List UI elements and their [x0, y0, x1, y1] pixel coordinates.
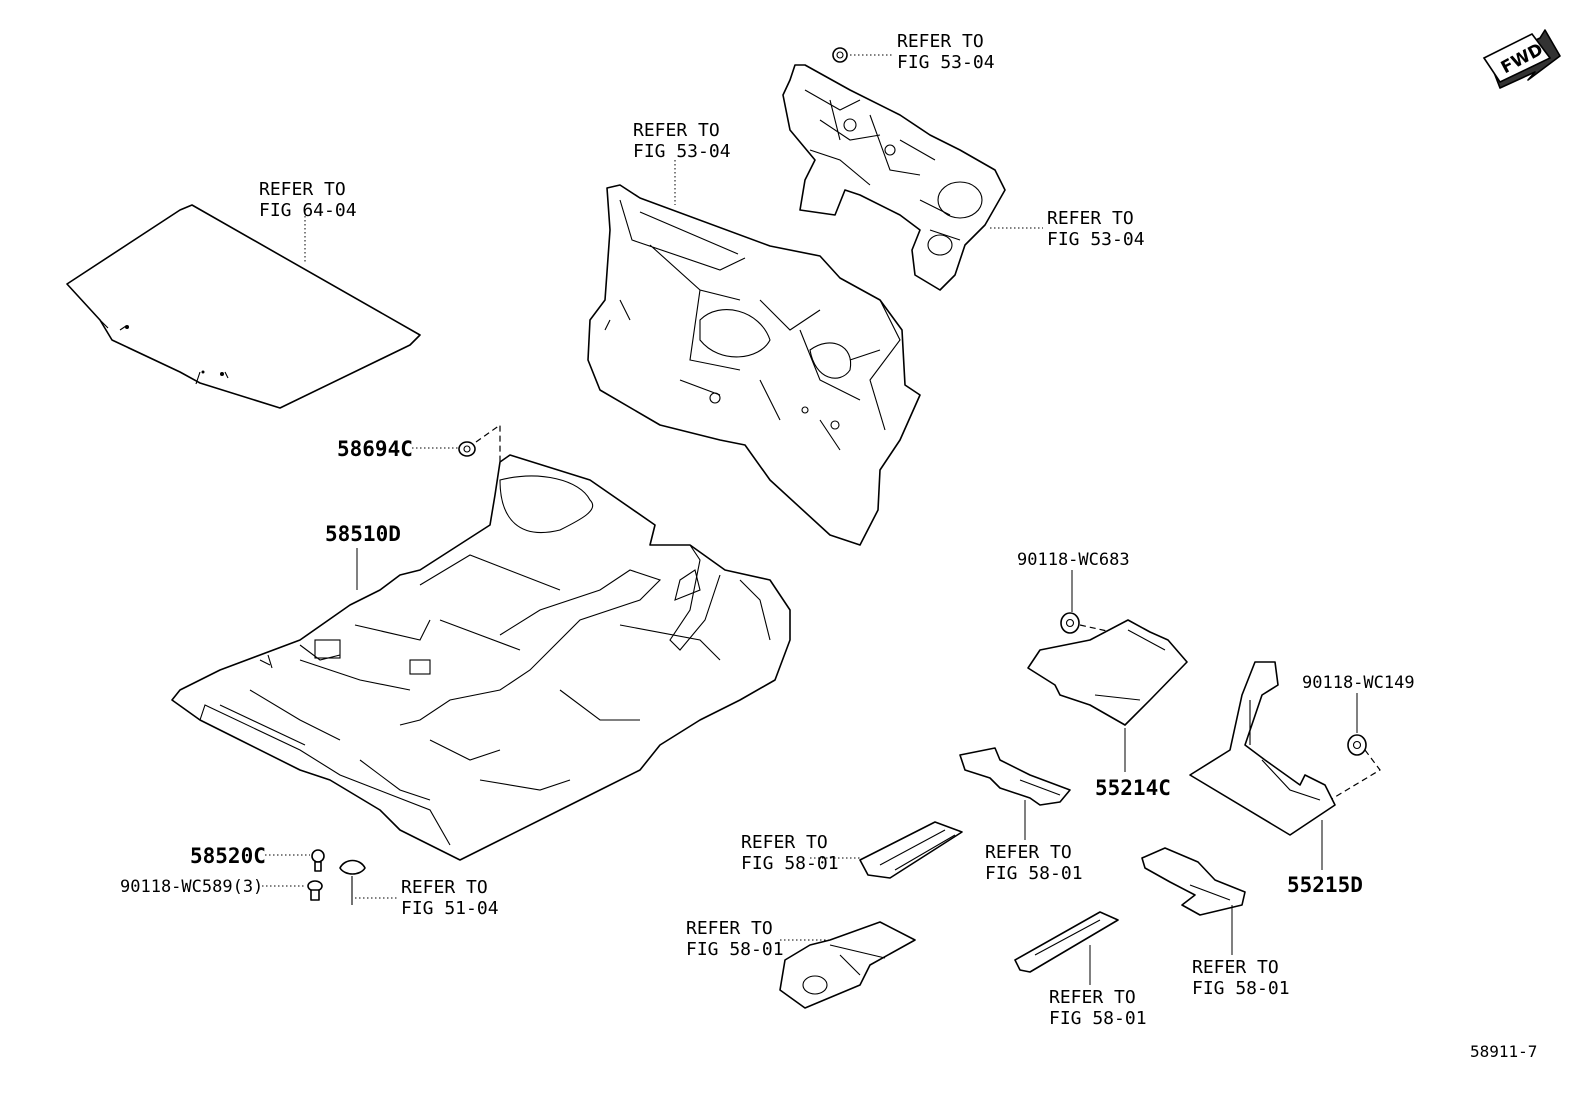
- insulator-a-part: [859, 821, 963, 879]
- clip-90118-wc683-part: [1060, 612, 1080, 634]
- clip-top-part: [832, 47, 848, 63]
- insulator-e-part: [1141, 847, 1246, 916]
- refer-insul-c-line1: REFER TO: [686, 918, 773, 939]
- screw-58520c-part: [311, 849, 325, 872]
- refer-dash-panel-line2: FIG 53-04: [633, 141, 731, 162]
- dash-90118-wc149: [1329, 749, 1381, 801]
- refer-insul-a-line2: FIG 58-01: [741, 853, 839, 874]
- figure-id: 58911-7: [1470, 1042, 1537, 1061]
- insulator-d-part: [1014, 911, 1119, 973]
- insulator-b-part: [959, 747, 1071, 806]
- refer-insul-d-line1: REFER TO: [1049, 987, 1136, 1008]
- silencer-55214c-part: [1027, 619, 1188, 726]
- fwd-arrow-icon: FWD: [1482, 29, 1561, 89]
- part-number-55215d: 55215D: [1287, 873, 1363, 897]
- part-number-90118-wc149: 90118-WC149: [1302, 673, 1415, 693]
- part-number-58520c: 58520C: [190, 844, 266, 868]
- scuff-fastener-part: [339, 859, 366, 905]
- refer-dash-panel-line1: REFER TO: [633, 120, 720, 141]
- refer-insul-c-line2: FIG 58-01: [686, 939, 784, 960]
- silencer-55215d-part: [1189, 661, 1336, 836]
- refer-insul-e-line2: FIG 58-01: [1192, 978, 1290, 999]
- refer-insul-b-line1: REFER TO: [985, 842, 1072, 863]
- refer-dash-silencer-line2: FIG 53-04: [1047, 229, 1145, 250]
- part-number-58510d: 58510D: [325, 522, 401, 546]
- clip-58694c-part: [458, 441, 476, 457]
- refer-clip-top-line2: FIG 53-04: [897, 52, 995, 73]
- dash-silencer-part: [782, 64, 1006, 291]
- clip-90118-wc589-part: [307, 880, 323, 901]
- part-number-58694c: 58694C: [337, 437, 413, 461]
- floor-carpet-part: [171, 454, 791, 861]
- part-number-90118-wc589: 90118-WC589(3): [120, 877, 263, 897]
- insulator-c-part: [779, 921, 916, 1009]
- part-number-90118-wc683: 90118-WC683: [1017, 550, 1130, 570]
- refer-dash-silencer-line1: REFER TO: [1047, 208, 1134, 229]
- refer-scuff-line1: REFER TO: [401, 877, 488, 898]
- refer-insul-d-line2: FIG 58-01: [1049, 1008, 1147, 1029]
- refer-scuff-line2: FIG 51-04: [401, 898, 499, 919]
- refer-insul-b-line2: FIG 58-01: [985, 863, 1083, 884]
- refer-insul-e-line1: REFER TO: [1192, 957, 1279, 978]
- dash-58694c: [475, 423, 501, 470]
- clip-90118-wc149-part: [1347, 734, 1367, 756]
- refer-rear-tray-line1: REFER TO: [259, 179, 346, 200]
- refer-clip-top-line1: REFER TO: [897, 31, 984, 52]
- part-number-55214c: 55214C: [1095, 776, 1171, 800]
- rear-floor-mat-part: [66, 204, 421, 409]
- refer-rear-tray-line2: FIG 64-04: [259, 200, 357, 221]
- dash-panel-insulator-part: [587, 184, 921, 546]
- refer-insul-a-line1: REFER TO: [741, 832, 828, 853]
